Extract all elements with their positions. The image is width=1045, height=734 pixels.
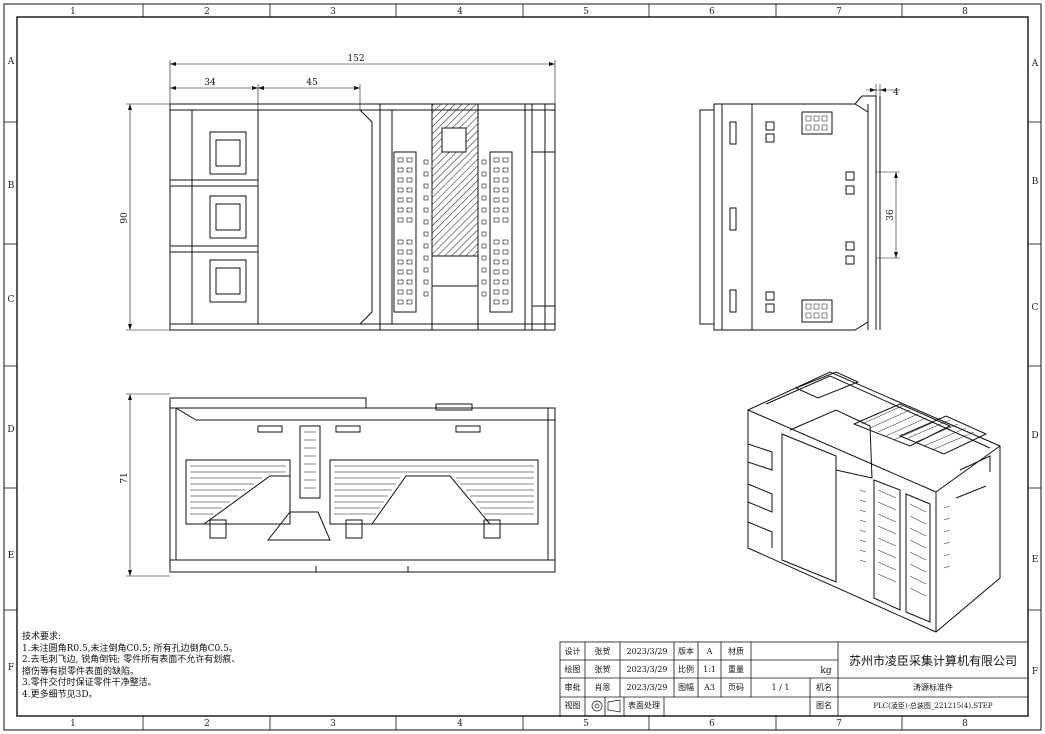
tb-size-value: A3 <box>704 683 715 692</box>
zone-col-1-bottom: 1 <box>70 719 76 729</box>
front-view <box>169 103 556 331</box>
technical-notes: 技术要求: 1.未注圆角R0.5,未注倒角C0.5; 所有孔边倒角C0.5。 2… <box>22 632 322 702</box>
tb-drawing-date: 2023/3/29 <box>626 665 668 674</box>
tb-view-label: 视图 <box>564 701 581 710</box>
zone-col-5: 5 <box>583 7 589 17</box>
zone-row-b: B <box>8 181 15 191</box>
tb-drawing-name: 张贺 <box>594 665 611 674</box>
zone-row-b-right: B <box>1032 177 1039 187</box>
tb-weight-unit: kg <box>820 666 832 676</box>
tb-design-date: 2023/3/29 <box>626 647 668 656</box>
zone-row-e-right: E <box>1032 555 1039 565</box>
zone-row-e: E <box>8 551 15 561</box>
dim-overall-width: 152 <box>347 54 364 64</box>
zone-col-2-bottom: 2 <box>204 719 210 729</box>
tb-design-label: 设计 <box>564 647 581 656</box>
note-line: 3.零件交付时保证零件干净整洁。 <box>22 678 157 689</box>
tb-part-value: 涛源标准件 <box>913 683 953 692</box>
zone-row-c-right: C <box>1032 303 1039 313</box>
tb-page-value: 1 / 1 <box>771 683 790 692</box>
zone-col-2: 2 <box>204 7 210 17</box>
zone-row-c: C <box>8 295 15 305</box>
tb-material-label: 材质 <box>728 647 744 656</box>
tb-drawing-name-label: 图名 <box>816 701 832 710</box>
company-name: 苏州市凌臣采集计算机有限公司 <box>848 654 1017 668</box>
side-view-arrows <box>870 88 898 258</box>
note-line: 擦伤等有损零件表面的缺陷。 <box>22 666 140 677</box>
dim-height-front: 90 <box>120 212 130 224</box>
front-view-dimensions <box>126 60 556 331</box>
tb-scale-label: 比例 <box>678 665 694 674</box>
bottom-view-vents <box>190 431 534 515</box>
tb-surface-label: 表面处理 <box>628 701 660 710</box>
zone-col-4: 4 <box>457 7 463 17</box>
side-view <box>699 95 881 331</box>
bottom-view-arrows <box>128 394 132 576</box>
front-view-pins <box>397 157 509 305</box>
note-line: 1.未注圆角R0.5,未注倒角C0.5; 所有孔边倒角C0.5。 <box>22 643 238 654</box>
zone-labels-bottom: 1 2 3 4 5 6 7 8 <box>70 719 968 729</box>
note-line: 4.更多细节见3D。 <box>22 689 98 700</box>
sheet-frame <box>3 3 1042 731</box>
tb-size-label: 图幅 <box>678 683 694 692</box>
zone-col-3-bottom: 3 <box>330 719 336 729</box>
zone-col-7-bottom: 7 <box>836 719 842 729</box>
bottom-view <box>169 397 556 573</box>
tb-check-label: 审批 <box>564 683 581 692</box>
dim-left-offset: 34 <box>204 78 216 88</box>
tb-scale-value: 1:1 <box>703 665 716 674</box>
zone-col-8: 8 <box>962 7 968 17</box>
projection-symbol-icon <box>591 699 621 713</box>
tb-version-value: A <box>706 647 713 656</box>
zone-col-7: 7 <box>836 7 842 17</box>
tb-version-label: 版本 <box>678 647 694 656</box>
isometric-view <box>747 371 1001 633</box>
tb-drawing-label: 绘图 <box>564 665 581 674</box>
zone-row-d: D <box>7 425 14 435</box>
tb-part-label: 机名 <box>816 683 832 692</box>
zone-row-a: A <box>7 57 15 67</box>
notes-heading: 技术要求: <box>22 632 62 642</box>
zone-col-6: 6 <box>709 7 715 17</box>
tb-weight-label: 重量 <box>728 665 744 674</box>
tb-check-name: 肖恩 <box>594 683 611 692</box>
tb-drawing-name-value: PLC(凌臣)-总装图_221215(4).STEP <box>873 702 993 710</box>
front-view-arrows <box>128 62 555 330</box>
bottom-view-dimensions <box>126 393 170 577</box>
side-view-dimensions <box>866 84 900 259</box>
zone-col-1: 1 <box>70 7 76 17</box>
isometric-view-details <box>859 405 975 597</box>
dim-height-bottom: 71 <box>120 472 130 483</box>
zone-col-5-bottom: 5 <box>583 719 589 729</box>
zone-labels-left: A B C D E F <box>7 57 15 673</box>
dim-side-height: 36 <box>886 209 896 221</box>
tb-design-name: 张贺 <box>594 647 611 656</box>
zone-labels-top: 1 2 3 4 5 6 7 8 <box>70 7 968 17</box>
tb-page-label: 页码 <box>728 683 744 692</box>
zone-row-f: F <box>8 663 14 673</box>
zone-col-3: 3 <box>330 7 336 17</box>
zone-col-6-bottom: 6 <box>709 719 715 729</box>
zone-row-f-right: F <box>1032 667 1038 677</box>
zone-col-4-bottom: 4 <box>457 719 463 729</box>
zone-row-a-right: A <box>1031 59 1039 69</box>
dim-second-offset: 45 <box>306 78 318 88</box>
zone-labels-right: A B C D E F <box>1031 59 1039 677</box>
title-block-grid <box>559 641 1029 717</box>
zone-col-8-bottom: 8 <box>962 719 968 729</box>
tb-check-date: 2023/3/29 <box>626 683 668 692</box>
dim-side-offset: 4 <box>893 88 899 98</box>
note-line: 2.去毛刺飞边, 锐角倒钝; 零件所有表面不允许有划痕、 <box>22 655 241 666</box>
side-view-grill <box>805 115 828 319</box>
zone-row-d-right: D <box>1031 431 1038 441</box>
